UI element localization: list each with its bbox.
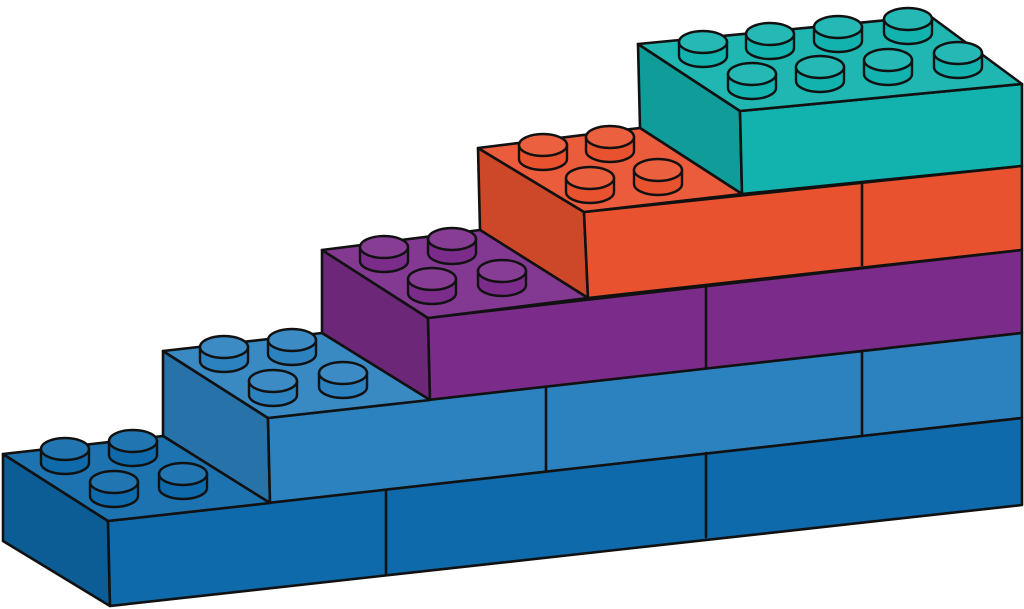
stud-top [476, 258, 528, 284]
stud-top [632, 157, 684, 183]
brick-stud [406, 266, 458, 306]
brick-stud [107, 428, 159, 468]
brick-stud [517, 132, 569, 172]
brick-stud [266, 327, 318, 367]
stud-top [426, 226, 478, 252]
stud-top [157, 461, 209, 487]
stud-top [317, 360, 369, 386]
brick-stud [726, 61, 778, 101]
brick-stud [812, 14, 864, 54]
stud-top [932, 40, 984, 66]
brick-stud [317, 360, 369, 400]
brick-stud [932, 40, 984, 80]
stud-top [584, 124, 636, 150]
brick-front-face [106, 416, 1024, 608]
stud-top [564, 165, 616, 191]
stud-top [198, 334, 250, 360]
brick-stud [358, 234, 410, 274]
stud-top [358, 234, 410, 260]
brick-stud [247, 368, 299, 408]
brick-studs [39, 6, 984, 509]
brick-stud [426, 226, 478, 266]
brick-stud [198, 334, 250, 374]
stud-top [862, 47, 914, 73]
brick-stud [39, 436, 91, 476]
brick-stud [476, 258, 528, 298]
brick-stud [157, 461, 209, 501]
stud-top [744, 21, 796, 47]
brick-stud [88, 469, 140, 509]
brick-stud [564, 165, 616, 205]
stud-top [794, 54, 846, 80]
brick-stud [744, 21, 796, 61]
brick-stud [584, 124, 636, 164]
brick-stud [862, 47, 914, 87]
brick-stud [677, 29, 729, 69]
stud-top [677, 29, 729, 55]
stud-top [247, 368, 299, 394]
brick-stud [882, 6, 934, 46]
brick-wall [1, 14, 1024, 608]
stud-top [726, 61, 778, 87]
stud-top [812, 14, 864, 40]
stud-top [266, 327, 318, 353]
stud-top [406, 266, 458, 292]
stud-top [107, 428, 159, 454]
stud-top [39, 436, 91, 462]
stud-top [882, 6, 934, 32]
brick-stud [794, 54, 846, 94]
stud-top [88, 469, 140, 495]
stud-top [517, 132, 569, 158]
brick-stud [632, 157, 684, 197]
